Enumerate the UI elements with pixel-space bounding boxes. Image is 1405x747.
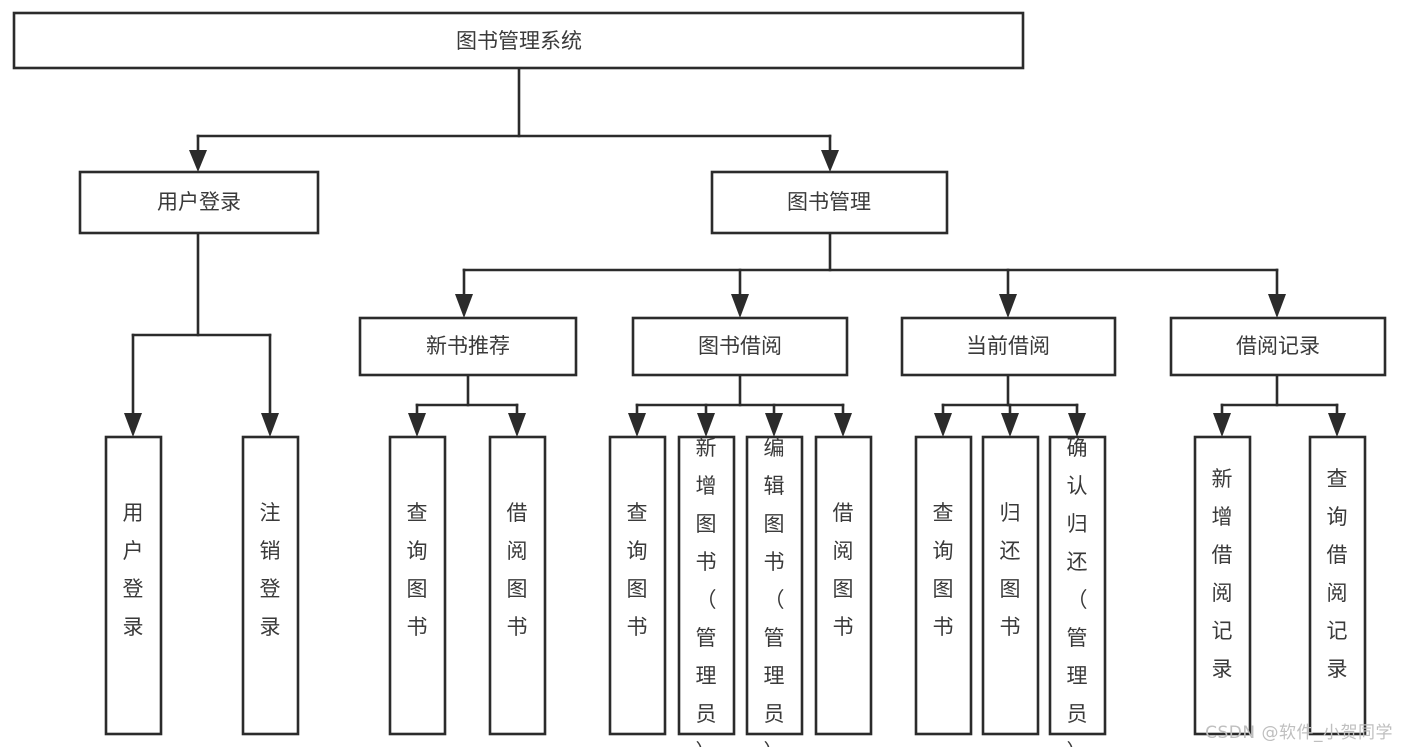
node-book-management-box[interactable] xyxy=(710,170,949,235)
node-borrow-record-label: 借阅记录 xyxy=(1236,334,1320,358)
connector-group xyxy=(124,66,1346,437)
leaf-cb-query-book[interactable]: 查询图书 xyxy=(914,435,973,736)
arrow-head-nb-leaf-2 xyxy=(508,413,526,437)
leaf-br-add-record[interactable]: 新增借阅记录 xyxy=(1193,435,1252,736)
leaf-cb-confirm-return-label: 确认归还（管理员） xyxy=(1067,436,1088,747)
leaf-user-login-label: 用户登录 xyxy=(123,501,144,639)
node-new-book-recommend[interactable]: 新书推荐 xyxy=(358,316,578,377)
arrow-head-bb-leaf-2 xyxy=(697,413,715,437)
leaf-cb-query-book-label: 查询图书 xyxy=(933,501,954,639)
node-book-management[interactable]: 图书管理 xyxy=(710,170,949,235)
arrow-head-br-leaf-2 xyxy=(1328,413,1346,437)
leaf-br-add-record-box[interactable] xyxy=(1193,435,1252,736)
leaf-bb-edit-book-label: 编辑图书（管理员） xyxy=(764,436,785,747)
leaf-bb-edit-book[interactable]: 编辑图书（管理员） xyxy=(745,435,804,747)
arrow-head-bb-leaf-3 xyxy=(765,413,783,437)
leaf-bb-add-book[interactable]: 新增图书（管理员） xyxy=(677,435,736,747)
leaf-nb-borrow-book-box[interactable] xyxy=(488,435,547,736)
leaf-logout[interactable]: 注销登录 xyxy=(241,435,300,736)
arrow-head-user-login xyxy=(189,150,207,172)
leaf-bb-query-book-label: 查询图书 xyxy=(627,501,648,639)
leaf-user-login[interactable]: 用户登录 xyxy=(104,435,163,736)
node-new-book-recommend-box[interactable] xyxy=(358,316,578,377)
node-book-management-label: 图书管理 xyxy=(787,190,871,214)
node-current-borrow[interactable]: 当前借阅 xyxy=(900,316,1117,377)
leaf-bb-borrow-book[interactable]: 借阅图书 xyxy=(814,435,873,736)
node-root[interactable]: 图书管理系统 xyxy=(12,11,1025,70)
leaf-bb-add-book-label: 新增图书（管理员） xyxy=(696,436,717,747)
arrow-head-book-mgmt xyxy=(821,150,839,172)
leaf-cb-return-book-label: 归还图书 xyxy=(1000,501,1021,639)
node-book-borrow-label: 图书借阅 xyxy=(698,334,782,358)
leaf-bb-borrow-book-box[interactable] xyxy=(814,435,873,736)
arrow-head-new-book xyxy=(455,294,473,318)
arrow-head-leaf-logout xyxy=(261,413,279,437)
arrow-head-bb-leaf-1 xyxy=(628,413,646,437)
arrow-head-nb-leaf-1 xyxy=(408,413,426,437)
node-new-book-recommend-label: 新书推荐 xyxy=(426,334,510,358)
leaf-bb-edit-book-box[interactable] xyxy=(745,435,804,736)
arrow-head-cb-leaf-3 xyxy=(1068,413,1086,437)
node-borrow-record[interactable]: 借阅记录 xyxy=(1169,316,1387,377)
node-borrow-record-box[interactable] xyxy=(1169,316,1387,377)
leaf-br-query-record-label: 查询借阅记录 xyxy=(1327,467,1348,681)
node-user-login-box[interactable] xyxy=(78,170,320,235)
leaf-bb-query-book[interactable]: 查询图书 xyxy=(608,435,667,736)
leaf-logout-box[interactable] xyxy=(241,435,300,736)
csdn-watermark: CSDN @软件_小贺同学 xyxy=(1205,723,1393,743)
leaf-bb-borrow-book-label: 借阅图书 xyxy=(833,501,854,639)
leaf-cb-confirm-return[interactable]: 确认归还（管理员） xyxy=(1048,435,1107,747)
arrow-head-borrow-record xyxy=(1268,294,1286,318)
node-book-borrow[interactable]: 图书借阅 xyxy=(631,316,849,377)
leaf-nb-query-book-box[interactable] xyxy=(388,435,447,736)
leaf-bb-query-book-box[interactable] xyxy=(608,435,667,736)
leaf-nb-borrow-book[interactable]: 借阅图书 xyxy=(488,435,547,736)
leaf-cb-confirm-return-box[interactable] xyxy=(1048,435,1107,736)
leaf-nb-query-book[interactable]: 查询图书 xyxy=(388,435,447,736)
leaf-nb-query-book-label: 查询图书 xyxy=(407,501,428,639)
leaf-br-query-record[interactable]: 查询借阅记录 xyxy=(1308,435,1367,736)
leaf-logout-label: 注销登录 xyxy=(260,501,281,639)
leaf-br-query-record-box[interactable] xyxy=(1308,435,1367,736)
arrow-head-cb-leaf-1 xyxy=(934,413,952,437)
node-book-borrow-box[interactable] xyxy=(631,316,849,377)
arrow-head-leaf-user-login xyxy=(124,413,142,437)
node-user-login-label: 用户登录 xyxy=(157,190,241,214)
arrow-head-br-leaf-1 xyxy=(1213,413,1231,437)
node-root-label: 图书管理系统 xyxy=(456,29,582,53)
arrow-head-book-borrow xyxy=(731,294,749,318)
arrow-head-current-borrow xyxy=(999,294,1017,318)
leaf-cb-query-book-box[interactable] xyxy=(914,435,973,736)
leaf-cb-return-book[interactable]: 归还图书 xyxy=(981,435,1040,736)
leaf-br-add-record-label: 新增借阅记录 xyxy=(1212,467,1233,681)
node-current-borrow-box[interactable] xyxy=(900,316,1117,377)
leaf-cb-return-book-box[interactable] xyxy=(981,435,1040,736)
node-current-borrow-label: 当前借阅 xyxy=(966,334,1050,358)
leaf-nb-borrow-book-label: 借阅图书 xyxy=(507,501,528,639)
arrow-head-cb-leaf-2 xyxy=(1001,413,1019,437)
node-user-login[interactable]: 用户登录 xyxy=(78,170,320,235)
arrow-head-bb-leaf-4 xyxy=(834,413,852,437)
leaf-bb-add-book-box[interactable] xyxy=(677,435,736,736)
leaf-user-login-box[interactable] xyxy=(104,435,163,736)
node-root-box[interactable] xyxy=(12,11,1025,70)
